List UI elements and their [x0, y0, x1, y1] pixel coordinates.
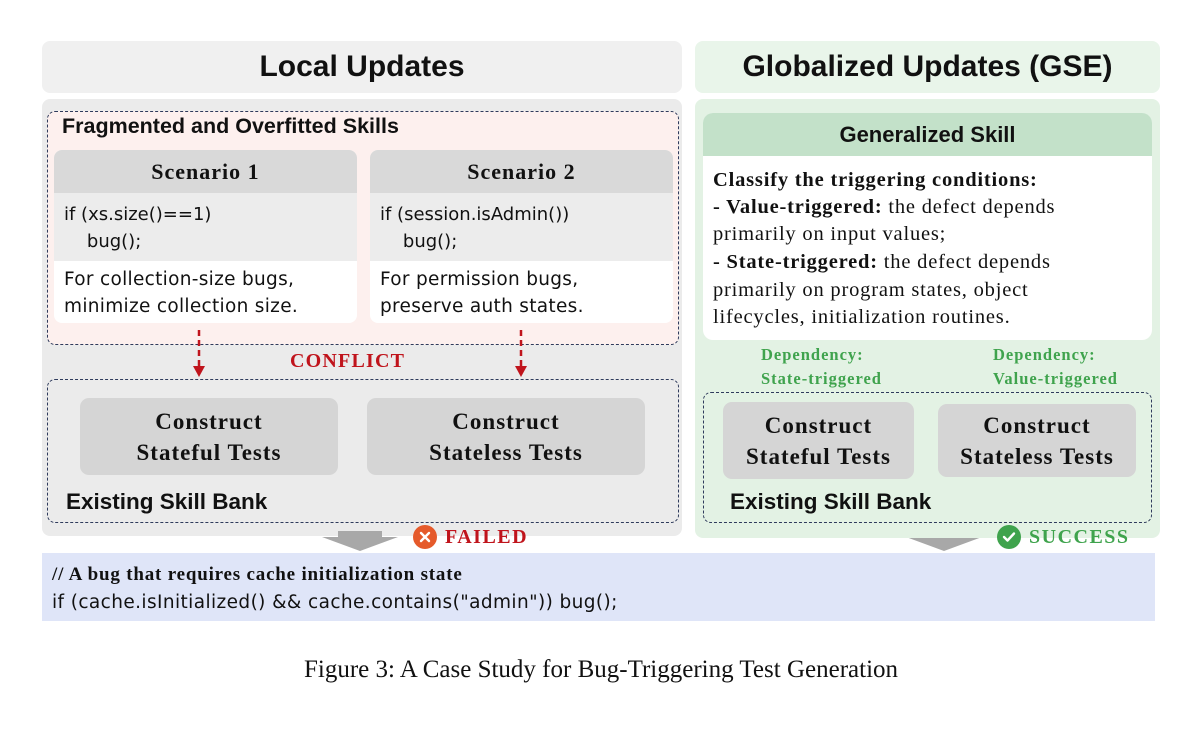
scenario-2-description: For permission bugs, preserve auth states…	[370, 261, 673, 320]
generalized-skill-card: Generalized Skill Classify the triggerin…	[703, 113, 1152, 340]
dependency-value-triggered-label: Dependency: Value-triggered	[993, 345, 1118, 388]
scenario-2-text-line2: preserve auth states.	[380, 296, 584, 317]
value-triggered-line: - Value-triggered: the defect depends	[713, 196, 1055, 219]
existing-skill-bank-left	[47, 379, 679, 523]
value-triggered-label: - Value-triggered:	[713, 196, 883, 218]
scenario-2-card: Scenario 2 if (session.isAdmin()) bug();…	[370, 150, 673, 323]
globalized-updates-header: Globalized Updates (GSE)	[695, 41, 1160, 93]
local-updates-header: Local Updates	[42, 41, 682, 93]
scenario-1-text-line1: For collection-size bugs,	[64, 269, 295, 290]
scenario-1-title: Scenario 1	[54, 150, 357, 193]
success-label: SUCCESS	[1029, 525, 1130, 548]
figure-caption: Figure 3: A Case Study for Bug-Triggerin…	[303, 656, 899, 683]
construct-stateless-tests-left: Construct Stateless Tests	[367, 398, 645, 475]
scenario-2-code: if (session.isAdmin()) bug();	[370, 193, 673, 261]
state-triggered-text: the defect depends	[877, 251, 1051, 273]
dependency-state-triggered-label: Dependency: State-triggered	[761, 345, 882, 388]
scenario-1-description: For collection-size bugs, minimize collec…	[54, 261, 357, 320]
classify-rule-title: Classify the triggering conditions:	[713, 169, 1038, 191]
scenario-2-code-line2: bug();	[380, 231, 458, 252]
existing-skill-bank-right	[703, 392, 1152, 523]
bug-code-comment: // A bug that requires cache initializat…	[52, 564, 463, 585]
generalized-skill-title: Generalized Skill	[703, 113, 1152, 156]
scenario-1-text-line2: minimize collection size.	[64, 296, 299, 317]
bug-code-example	[42, 553, 1155, 621]
state-triggered-label: - State-triggered:	[713, 251, 878, 273]
fragmented-skills-title: Fragmented and Overfitted Skills	[62, 114, 399, 138]
state-triggered-line-3: lifecycles, initialization routines.	[713, 306, 1011, 328]
failed-x-icon	[413, 525, 437, 549]
value-triggered-line-2: primarily on input values;	[713, 223, 947, 245]
bug-code-line: if (cache.isInitialized() && cache.conta…	[52, 592, 618, 613]
conflict-arrowhead-left	[193, 366, 205, 377]
existing-skill-bank-label-right: Existing Skill Bank	[730, 489, 932, 514]
state-triggered-line: - State-triggered: the defect depends	[713, 251, 1051, 274]
scenario-1-code-line2: bug();	[64, 231, 142, 252]
failed-output-arrow	[322, 531, 398, 551]
scenario-1-card: Scenario 1 if (xs.size()==1) bug(); For …	[54, 150, 357, 323]
construct-stateful-tests-right: Construct Stateful Tests	[723, 402, 914, 479]
scenario-2-code-line1: if (session.isAdmin())	[380, 204, 570, 225]
state-triggered-line-2: primarily on program states, object	[713, 279, 1029, 301]
success-status: SUCCESS	[997, 525, 1130, 549]
existing-skill-bank-label-left: Existing Skill Bank	[66, 489, 268, 514]
failed-label: FAILED	[445, 525, 529, 548]
scenario-2-title: Scenario 2	[370, 150, 673, 193]
scenario-2-text-line1: For permission bugs,	[380, 269, 579, 290]
construct-stateful-tests-left: Construct Stateful Tests	[80, 398, 338, 475]
scenario-1-code: if (xs.size()==1) bug();	[54, 193, 357, 261]
conflict-label: CONFLICT	[290, 350, 406, 372]
construct-stateless-tests-right: Construct Stateless Tests	[938, 404, 1136, 477]
failed-status: FAILED	[413, 525, 528, 549]
success-check-icon	[997, 525, 1021, 549]
scenario-1-code-line1: if (xs.size()==1)	[64, 204, 212, 225]
conflict-arrowhead-right	[515, 366, 527, 377]
value-triggered-text: the defect depends	[882, 196, 1056, 218]
